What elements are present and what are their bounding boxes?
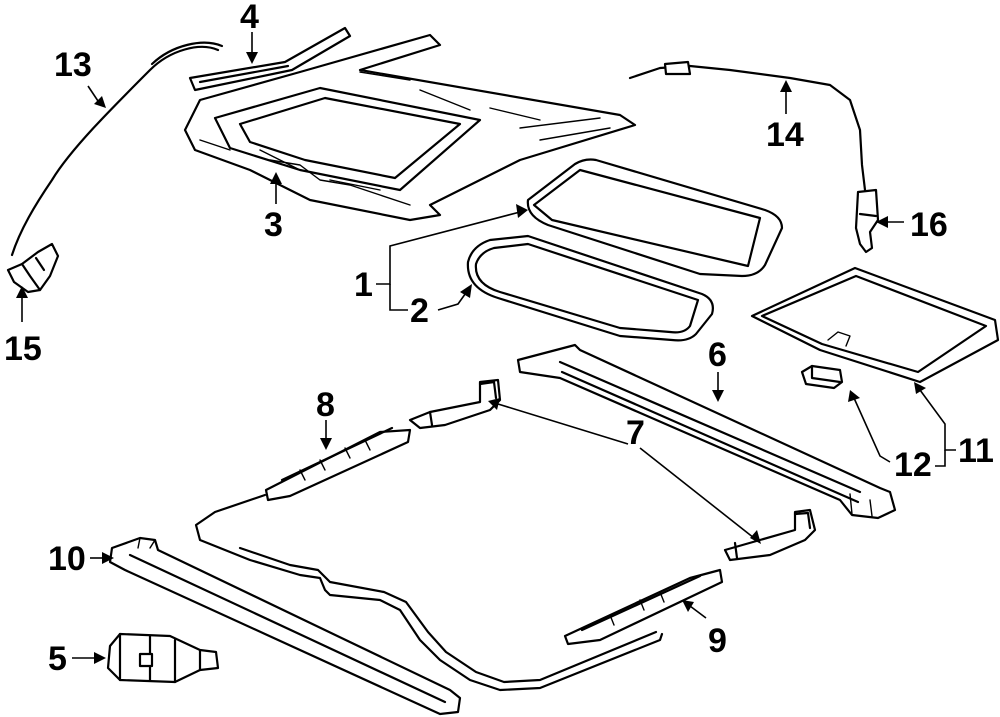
callout-10: 10	[48, 540, 86, 578]
part-10-front-rail	[108, 536, 462, 716]
part-3-sunroof-frame	[183, 33, 637, 222]
callout-7: 7	[626, 414, 645, 452]
callout-14: 14	[766, 116, 804, 154]
part-9-cable-guide-right	[563, 568, 724, 646]
callout-4: 4	[240, 0, 259, 36]
callout-16: 16	[910, 206, 948, 244]
callout-8: 8	[316, 386, 335, 424]
part-1-glass-panel	[526, 158, 784, 278]
part-11-sunshade	[750, 266, 1000, 384]
leader-lines	[16, 32, 956, 664]
part-7-guide-bracket-left	[408, 378, 502, 430]
callout-9: 9	[708, 622, 727, 660]
part-13-drain-hose	[10, 41, 224, 257]
callout-labels: 13 4 3 15 1 2 14 16 6 7 8 9 10 5 11 12	[4, 0, 994, 678]
part-2-glass-seal	[466, 234, 714, 342]
part-12-sunshade-handle	[800, 364, 844, 390]
callout-11: 11	[958, 432, 994, 470]
part-5-sunroof-motor	[106, 632, 220, 684]
callout-3: 3	[264, 206, 283, 244]
part-14-drain-hose	[628, 60, 867, 192]
callout-5: 5	[48, 640, 67, 678]
callout-13: 13	[54, 46, 92, 84]
callout-2: 2	[410, 292, 429, 330]
callout-6: 6	[708, 336, 727, 374]
part-6-rear-housing	[516, 343, 897, 520]
callout-15: 15	[4, 330, 42, 368]
callout-1: 1	[354, 266, 373, 304]
part-4-wind-deflector	[188, 26, 352, 92]
part-16-drain-nozzle	[854, 188, 880, 254]
drive-cable-loop	[194, 493, 664, 692]
part-15-drain-nozzle	[6, 242, 60, 294]
part-8-cable-guide-left	[264, 426, 412, 502]
callout-12: 12	[894, 446, 932, 484]
part-7-guide-bracket-right	[723, 508, 817, 562]
